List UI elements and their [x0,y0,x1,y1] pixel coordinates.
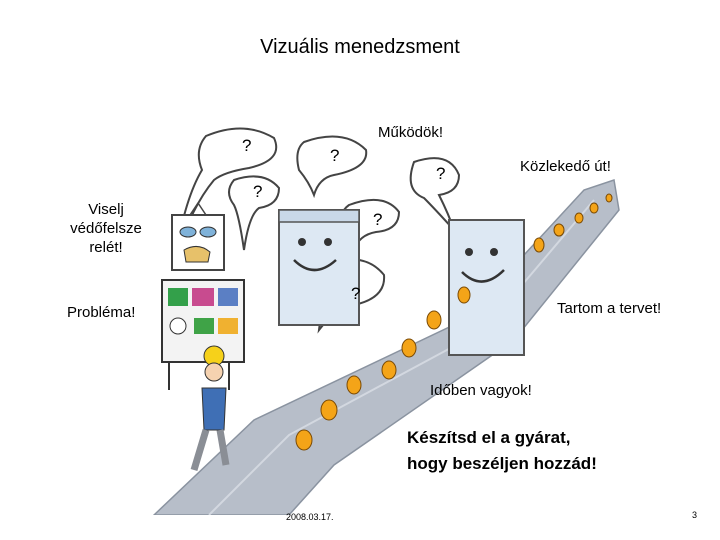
speech-bubble [409,157,461,231]
page-number: 3 [692,510,698,520]
left-machine [278,209,360,326]
question-mark: ? [242,136,252,155]
label-idoben: Időben vagyok! [430,382,532,399]
label-keszitsd-line: hogy beszéljen hozzád! [407,454,597,473]
question-mark: ? [373,210,383,229]
label-viselj-line: Viselj [88,201,124,218]
label-viselj: Viselj védőfelsze relét! [60,200,152,257]
question-mark: ? [436,164,446,183]
speech-bubble [173,127,278,266]
question-mark: ? [253,182,263,201]
label-viselj-line: védőfelsze [70,220,142,237]
speech-bubble [228,175,281,251]
label-kozlekedo: Közlekedő út! [520,158,611,175]
conveyor-road [152,179,620,515]
label-keszitsd-line: Készítsd el a gyárat, [407,428,571,447]
label-tartom: Tartom a tervet! [557,300,662,317]
label-keszitsd: Készítsd el a gyárat, hogy beszéljen hoz… [407,425,597,477]
label-mukodok: Működök! [378,124,444,141]
worker [190,345,230,472]
visual-board [161,279,245,390]
right-machine [448,219,525,356]
speech-bubble [296,135,368,199]
safety-sign [171,202,225,271]
label-problema: Probléma! [67,304,136,321]
question-mark: ? [330,146,340,165]
cartoon-illustration [152,127,620,515]
label-viselj-line: relét! [89,239,123,256]
footer-date: 2008.03.17. [286,512,334,522]
slide-title: Vizuális menedzsment [260,36,460,58]
robot-line [295,193,613,451]
question-mark: ? [351,284,361,303]
